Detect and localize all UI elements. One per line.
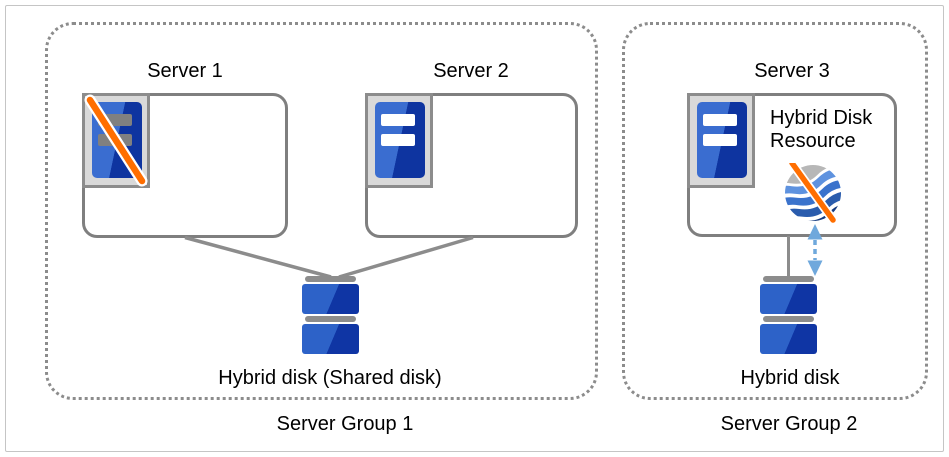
disk-connector-bar <box>763 276 814 282</box>
server-tower-bar <box>703 114 737 126</box>
server-2-box <box>365 93 578 238</box>
server-group-1-label: Server Group 1 <box>276 413 414 435</box>
disk-connector-bar <box>763 316 814 322</box>
server-3-title: Server 3 <box>754 60 830 82</box>
server-1-box <box>82 93 288 238</box>
server-tower-icon <box>365 93 433 188</box>
disk-platter <box>760 324 817 354</box>
disk-connector-bar <box>305 316 356 322</box>
failure-slash-icon <box>84 94 148 187</box>
hybrid-disk-label: Hybrid disk <box>740 367 840 389</box>
server-3-box <box>687 93 897 237</box>
server-tower-bar <box>703 134 737 146</box>
disk-stack-icon <box>302 276 359 354</box>
disk-platter <box>302 284 359 314</box>
server-group-1-boundary <box>45 22 598 400</box>
server-tower-icon <box>687 93 755 188</box>
shared-disk-label: Hybrid disk (Shared disk) <box>218 367 442 389</box>
server-tower-slashed-icon <box>82 93 150 188</box>
disk-stack-icon <box>760 276 817 354</box>
server-tower-bar <box>381 134 415 146</box>
server-group-2-boundary <box>622 22 928 400</box>
server-1-title: Server 1 <box>147 60 223 82</box>
disk-platter <box>760 284 817 314</box>
hybrid-disk-resource-label: Hybrid Disk Resource <box>770 107 873 152</box>
disk-platter <box>302 324 359 354</box>
server-group-2-label: Server Group 2 <box>720 413 858 435</box>
disk-connector-bar <box>305 276 356 282</box>
outer-frame <box>5 5 944 452</box>
server-2-title: Server 2 <box>433 60 509 82</box>
server-tower-bar <box>381 114 415 126</box>
globe-slashed-icon <box>785 163 841 223</box>
